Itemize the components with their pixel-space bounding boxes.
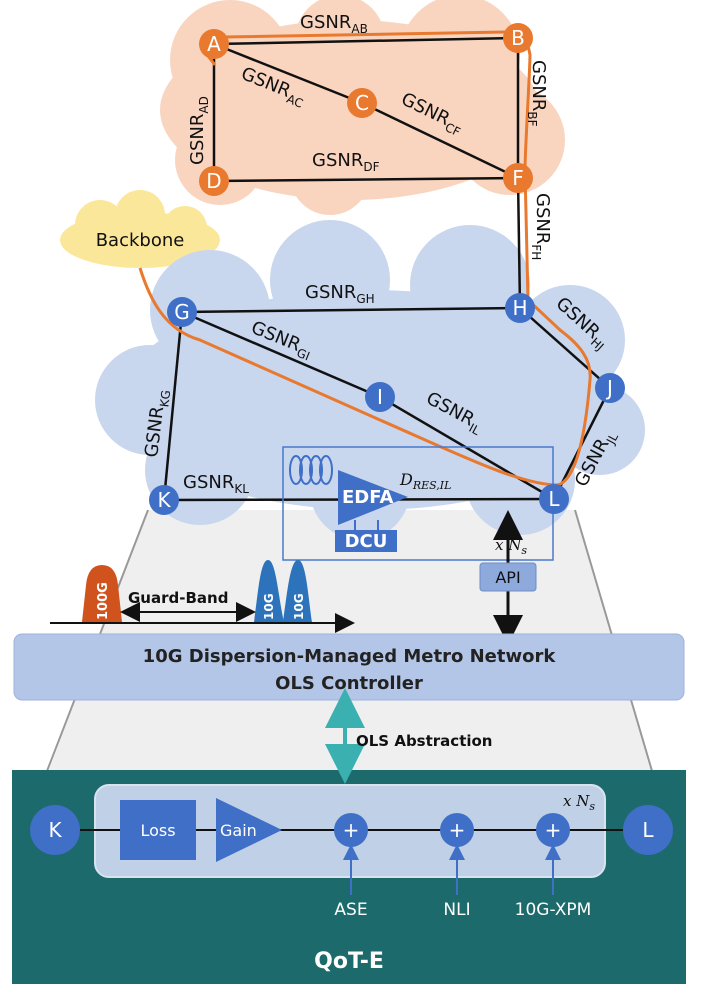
svg-text:+: + — [449, 818, 466, 842]
nli-label: NLI — [443, 900, 470, 920]
node-d[interactable]: D — [199, 166, 229, 196]
svg-text:+: + — [545, 818, 562, 842]
svg-text:J: J — [605, 376, 613, 400]
node-j[interactable]: J — [595, 373, 625, 403]
node-i[interactable]: I — [365, 382, 395, 412]
svg-text:H: H — [512, 296, 527, 320]
backbone-cloud — [60, 190, 220, 268]
guard-band-label: Guard-Band — [128, 589, 228, 607]
svg-text:B: B — [511, 26, 525, 50]
loss-label: Loss — [140, 821, 175, 840]
gsnr-kl-label: GSNRKL — [183, 472, 249, 496]
channel-10g-2-label: 10G — [292, 593, 306, 620]
xpm-label: 10G-XPM — [515, 900, 592, 920]
channel-100g — [82, 565, 122, 622]
node-c[interactable]: C — [347, 88, 377, 118]
adder-nli: + — [440, 813, 474, 847]
qot-node-l[interactable]: L — [623, 805, 673, 855]
gain-amplifier-icon — [216, 798, 282, 862]
adder-ase: + — [334, 813, 368, 847]
ase-label: ASE — [334, 900, 367, 920]
node-g[interactable]: G — [167, 297, 197, 327]
channel-10g-1-label: 10G — [262, 593, 276, 620]
channel-10g-2 — [283, 560, 312, 622]
node-b[interactable]: B — [503, 23, 533, 53]
svg-text:K: K — [48, 818, 62, 842]
loss-block — [120, 800, 196, 860]
qot-title: QoT-E — [314, 949, 384, 974]
api-label: API — [495, 568, 520, 587]
node-f[interactable]: F — [503, 163, 533, 193]
node-h[interactable]: H — [505, 293, 535, 323]
svg-text:G: G — [174, 300, 190, 324]
edfa-amplifier-icon — [338, 470, 408, 525]
node-k[interactable]: K — [149, 485, 179, 515]
node-l[interactable]: L — [539, 484, 569, 514]
qot-node-k[interactable]: K — [30, 805, 80, 855]
gsnr-bf-label: GSNRBF — [525, 60, 549, 127]
top-links — [212, 36, 520, 183]
adder-xpm: + — [536, 813, 570, 847]
svg-text:K: K — [157, 488, 171, 512]
svg-text:D: D — [206, 169, 221, 193]
gain-label: Gain — [220, 821, 257, 840]
svg-text:L: L — [642, 818, 654, 842]
gsnr-df-label: GSNRDF — [312, 150, 380, 174]
svg-text:F: F — [512, 166, 524, 190]
controller-line2: OLS Controller — [275, 673, 423, 694]
api-box[interactable] — [479, 562, 537, 592]
fiber-coil-icon — [289, 455, 333, 485]
channel-10g-1 — [254, 560, 284, 622]
dcu-box — [335, 530, 397, 552]
abstraction-label: OLS Abstraction — [356, 732, 493, 750]
gsnr-ad-label: GSNRAD — [187, 96, 211, 165]
qot-repeat-label: x Ns — [563, 792, 595, 813]
gsnr-gh-label: GSNRGH — [305, 282, 375, 306]
dcu-label: DCU — [345, 531, 388, 552]
edfa-label: EDFA — [342, 487, 393, 508]
svg-text:L: L — [548, 487, 560, 511]
backbone-label: Backbone — [96, 230, 185, 251]
spectrum: 100G 10G 10G Guard-Band — [50, 560, 355, 633]
gsnr-ab-label: GSNRAB — [300, 12, 368, 36]
gsnr-fh-label: GSNRFH — [529, 193, 553, 260]
svg-text:I: I — [377, 385, 383, 409]
dres-label: DRES,IL — [399, 470, 451, 492]
node-a[interactable]: A — [199, 29, 229, 59]
svg-text:C: C — [355, 91, 369, 115]
svg-text:A: A — [207, 32, 221, 56]
svg-text:+: + — [343, 818, 360, 842]
channel-100g-label: 100G — [96, 582, 111, 620]
controller-line1: 10G Dispersion-Managed Metro Network — [143, 646, 557, 667]
